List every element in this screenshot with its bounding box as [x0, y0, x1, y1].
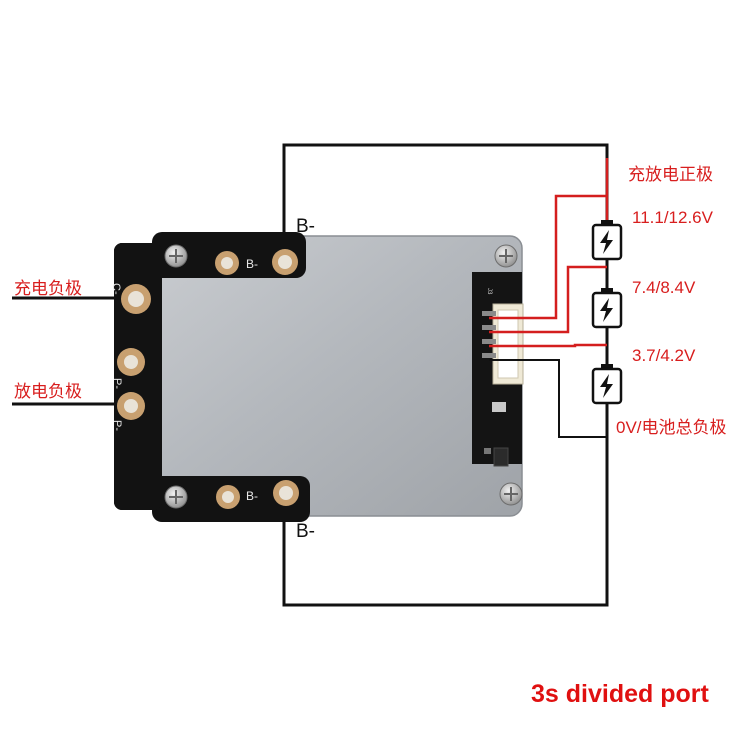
- pad-b-minus-top-1: [215, 251, 239, 275]
- discharge-negative-label: 放电负极: [14, 382, 82, 401]
- battery-cell-icon: [591, 288, 623, 329]
- pad-b-top-label: B-: [246, 257, 258, 271]
- bms-board: B- B- C- P- P- J3: [110, 232, 524, 522]
- pad-p2-label: P-: [111, 420, 123, 431]
- connector-ref-label: J3: [486, 288, 492, 295]
- battery-cell-icon: [591, 364, 623, 405]
- pad-b-bottom-label: B-: [246, 489, 258, 503]
- b-minus-top-label: B-: [296, 216, 315, 237]
- pad-c-label: C-: [110, 283, 122, 295]
- pad-c-minus: [121, 284, 151, 314]
- pad-b-minus-bottom-1: [216, 485, 240, 509]
- positive-terminal-label: 充放电正极: [628, 165, 713, 184]
- charge-negative-label: 充电负极: [14, 279, 82, 298]
- pad-p1-label: P-: [111, 378, 123, 389]
- balance-wires: [489, 158, 609, 348]
- pad-p-minus-2: [117, 392, 145, 420]
- total-negative-label: 0V/电池总负极: [616, 418, 727, 437]
- footer-caption: 3s divided port: [531, 680, 709, 708]
- voltage-7-label: 7.4/8.4V: [632, 278, 696, 297]
- pad-p-minus-1: [117, 348, 145, 376]
- voltage-11-label: 11.1/12.6V: [632, 208, 713, 227]
- pad-b-minus-top-2: [272, 249, 298, 275]
- b-minus-bottom-label: B-: [296, 521, 315, 542]
- pad-b-minus-bottom-2: [273, 480, 299, 506]
- battery-cell-icon: [591, 220, 623, 261]
- negative-balance-wire: [489, 359, 607, 438]
- voltage-3-label: 3.7/4.2V: [632, 346, 696, 365]
